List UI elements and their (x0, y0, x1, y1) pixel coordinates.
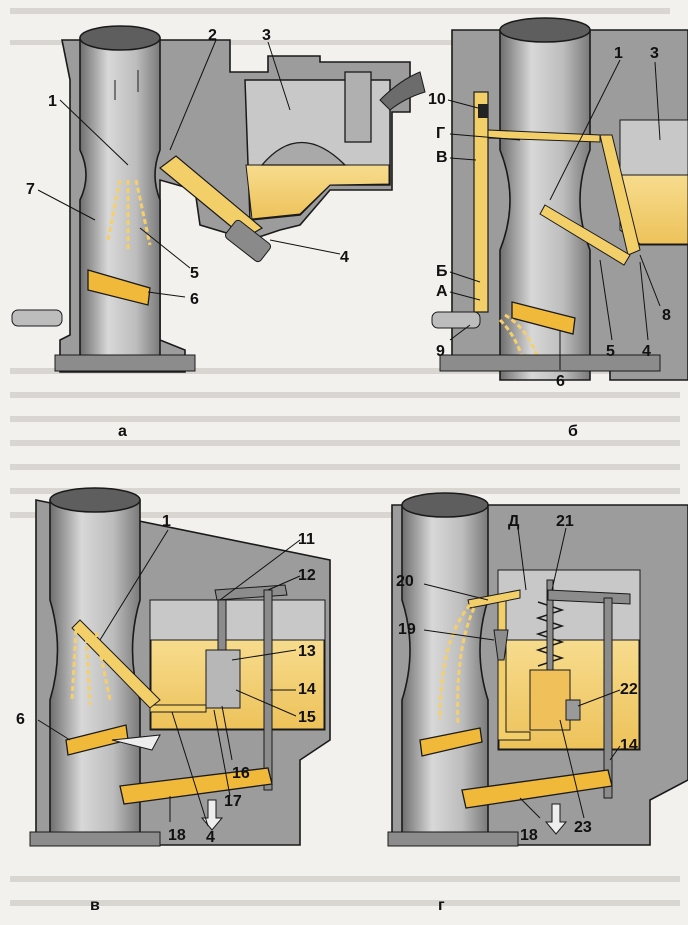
label-6: 6 (190, 291, 199, 308)
label-6: 6 (556, 373, 565, 390)
panel-d: Д 21 20 19 22 14 18 23 г (387, 492, 688, 914)
panel-d-pull-rod (603, 597, 613, 799)
label-V: В (436, 149, 448, 166)
label-8: 8 (662, 307, 671, 324)
label-14: 14 (298, 681, 316, 698)
panel-a-air-arrows (114, 70, 139, 100)
panel-a-caption: а (118, 423, 127, 440)
panel-b-idle-screw (431, 311, 481, 329)
panel-b-cross-channel (487, 129, 601, 143)
panel-c-spray (70, 629, 112, 706)
panel-d-pump-piston (529, 669, 571, 731)
panel-d-bore-top (401, 492, 489, 518)
panel-c-spray-tube (71, 619, 161, 709)
label-10: 10 (428, 91, 446, 108)
panel-d-caption: г (438, 897, 445, 914)
panel-a-bore (79, 27, 161, 361)
panel-a-throttle (87, 269, 151, 306)
label-G: Г (436, 125, 445, 142)
label-15: 15 (298, 709, 316, 726)
label-18: 18 (520, 827, 538, 844)
panel-a-fuel-channel (159, 155, 264, 239)
panel-d-pump-rod (546, 579, 554, 671)
label-23: 23 (574, 819, 592, 836)
label-17: 17 (224, 793, 242, 810)
label-4: 4 (340, 249, 349, 266)
panel-a-flange (54, 354, 196, 372)
panel-d-inlet-valve (565, 699, 581, 721)
panel-b-fuel-channel (599, 134, 641, 256)
label-21: 21 (556, 513, 574, 530)
panel-a-bore-top (79, 25, 161, 51)
label-3: 3 (262, 27, 271, 44)
label-22: 22 (620, 681, 638, 698)
panel-c-pump-channel (149, 704, 207, 713)
panel-a: 1 2 3 7 5 4 6 а (11, 25, 426, 440)
label-14: 14 (620, 737, 638, 754)
panel-c-open-arrow (111, 734, 161, 751)
label-13: 13 (298, 643, 316, 660)
label-11: 11 (298, 531, 315, 548)
label-18: 18 (168, 827, 186, 844)
panel-c-pump-valve (205, 649, 241, 709)
panel-c-bore (49, 489, 141, 836)
panel-b-main-jet-tube (539, 204, 631, 266)
panel-c-leaders (37, 529, 301, 827)
label-1: 1 (614, 45, 623, 62)
label-16: 16 (232, 765, 250, 782)
panel-c-bore-top (49, 487, 141, 513)
label-1: 1 (48, 93, 57, 110)
label-7: 7 (26, 181, 35, 198)
panel-b-throttle (511, 301, 576, 335)
panel-b: 1 3 10 Г В Б А 9 6 5 4 8 б (428, 17, 688, 440)
label-B: Б (436, 263, 448, 280)
panel-c-lower-lever (119, 767, 273, 805)
label-4: 4 (642, 343, 651, 360)
panel-a-leaders (37, 39, 341, 298)
label-19: 19 (398, 621, 416, 638)
panel-b-flange (439, 354, 661, 372)
panel-c-flange (29, 831, 161, 847)
label-20: 20 (396, 573, 414, 590)
label-3: 3 (650, 45, 659, 62)
panel-d-pump-jet (438, 604, 476, 726)
label-12: 12 (298, 567, 316, 584)
panel-d-delivery-valve (493, 629, 509, 661)
panel-b-idle-channel (473, 91, 489, 313)
panel-d-down-arrow (544, 803, 568, 835)
panel-d-flange (387, 831, 519, 847)
panel-c-pump-rod (217, 599, 227, 651)
panel-b-leaders (447, 59, 661, 370)
panel-b-air-jet (478, 104, 488, 118)
panel-a-float (260, 142, 347, 166)
panel-c: 1 11 12 13 14 15 6 16 17 18 4 в (16, 487, 331, 914)
panel-a-inlet-arrow (379, 71, 426, 111)
panel-b-caption: б (568, 423, 578, 440)
label-2: 2 (208, 27, 217, 44)
label-9: 9 (436, 343, 445, 360)
panel-d-spring (535, 601, 565, 667)
panel-d-leaders (423, 527, 621, 819)
panel-b-bore-top (499, 17, 591, 43)
label-5: 5 (190, 265, 199, 282)
panel-a-needle-valve (344, 71, 372, 143)
panel-a-spray (106, 179, 152, 250)
label-1: 1 (162, 513, 171, 530)
label-A: А (436, 283, 448, 300)
label-4: 4 (206, 829, 215, 846)
panel-c-caption: в (90, 897, 100, 914)
label-D: Д (508, 513, 520, 530)
label-6: 6 (16, 711, 25, 728)
panel-a-idle-screw (11, 309, 63, 327)
panel-a-main-jet (225, 219, 271, 263)
label-5: 5 (606, 343, 615, 360)
panel-d-throttle (419, 727, 483, 757)
